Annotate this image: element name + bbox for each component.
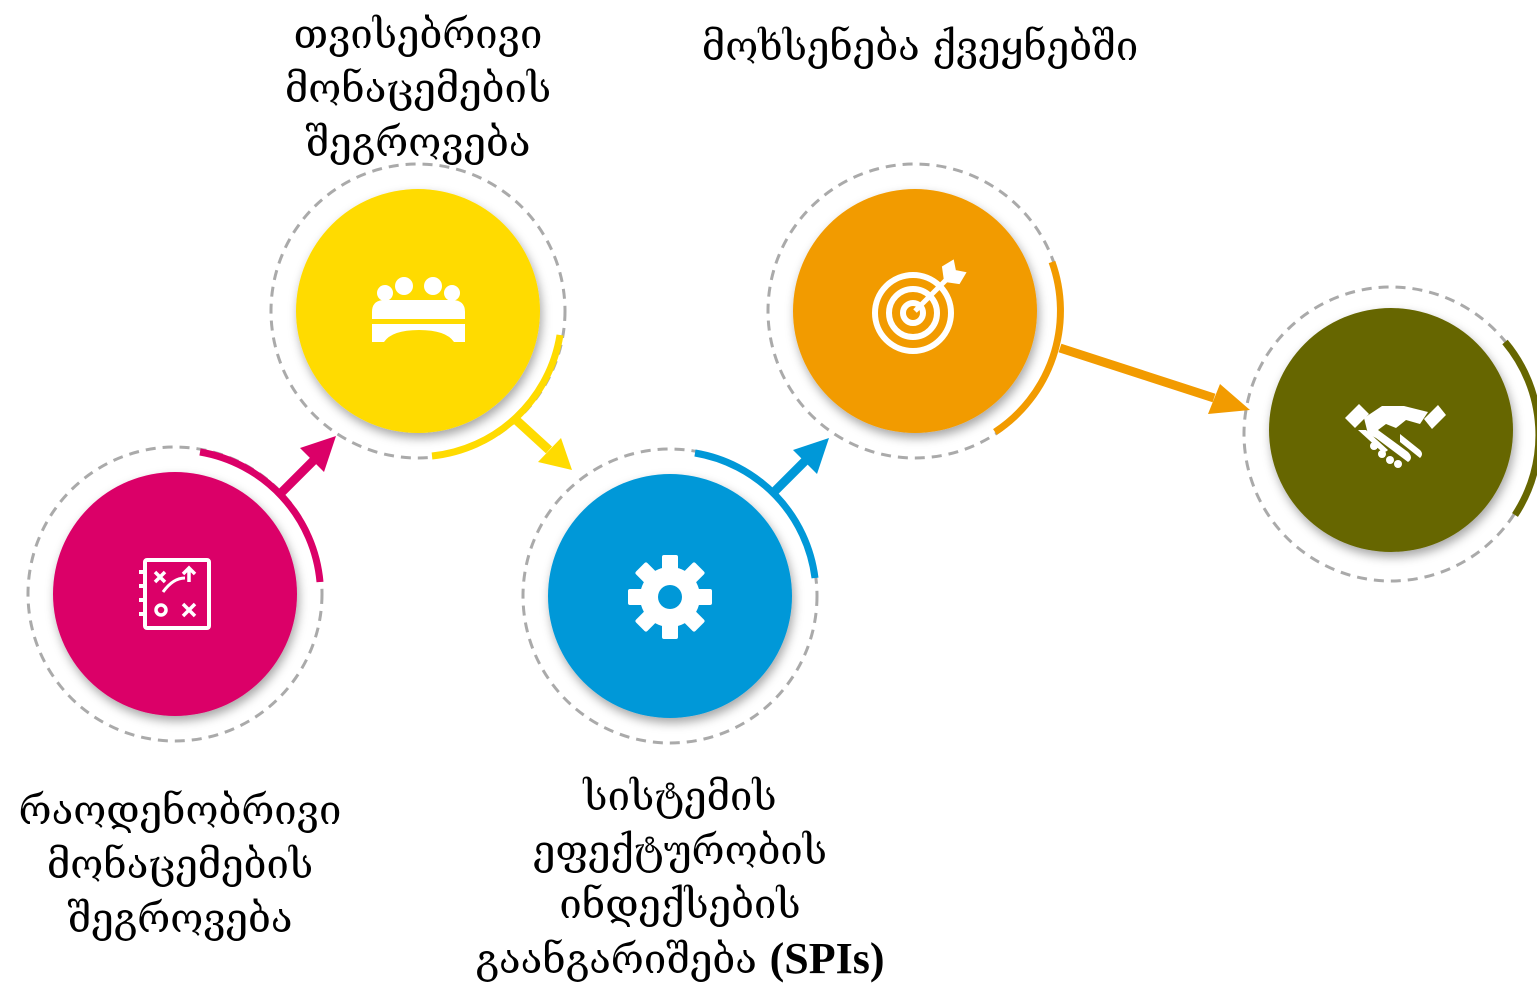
step-3-label-acronym: (SPIs): [769, 934, 885, 983]
strategy-board-icon: [139, 558, 211, 630]
step-5-node: [1242, 285, 1537, 583]
step-3-label: სისტემის ეფექტურობის ინდექსების გაანგარი…: [430, 770, 930, 987]
step-1-label-line: შეგროვება: [67, 896, 293, 942]
step-4-node: [766, 162, 1064, 460]
step-4-label-line: მოხსენება ქვეყნებში: [701, 24, 1139, 70]
step-4-accent-arc: [993, 260, 1064, 435]
step-2-label: თვისებრივი მონაცემების შეგროვება: [238, 8, 598, 170]
step-3-node: [521, 447, 819, 745]
team-meeting-icon: [372, 277, 465, 342]
step-3-label-line: ინდექსების: [559, 882, 801, 928]
step-1-accent-arc: [199, 448, 324, 583]
step-3-label-line: გაანგარიშება (SPIs): [430, 932, 930, 987]
step-4-label: მოხსენება ქვეყნებში: [680, 20, 1160, 74]
step-2-label-line: მონაცემების: [284, 66, 552, 112]
step-5-accent-arc: [1502, 339, 1537, 517]
step-3-label-prefix: გაანგარიშება: [475, 937, 770, 983]
step-1-label-line: რაოდენობრივი: [18, 788, 342, 834]
step-2-dashed-ring: [269, 162, 567, 460]
gear-icon: [628, 555, 712, 639]
step-1-node: [26, 445, 324, 743]
arrow-2-to-3: [510, 414, 572, 470]
step-1-label-line: მონაცემების: [46, 842, 314, 888]
step-5-circle: [1269, 308, 1513, 552]
arrow-1-to-2: [276, 436, 336, 498]
step-3-dashed-ring: [521, 447, 819, 745]
arrow-4-to-5: [1058, 343, 1250, 414]
step-1-circle: [53, 472, 297, 716]
handshake-icon: [1345, 404, 1446, 468]
step-2-node: [269, 162, 567, 460]
step-1-label: რაოდენობრივი მონაცემების შეგროვება: [0, 784, 360, 946]
step-5-dashed-ring: [1242, 285, 1537, 583]
target-icon: [872, 259, 967, 354]
arrow-3-to-4: [768, 438, 829, 498]
step-3-label-line: ეფექტურობის: [532, 828, 828, 874]
step-1-dashed-ring: [26, 445, 324, 743]
step-2-label-line: შეგროვება: [305, 120, 531, 166]
step-3-label-line: სისტემის: [583, 774, 777, 820]
step-2-label-line: თვისებრივი: [293, 12, 543, 58]
